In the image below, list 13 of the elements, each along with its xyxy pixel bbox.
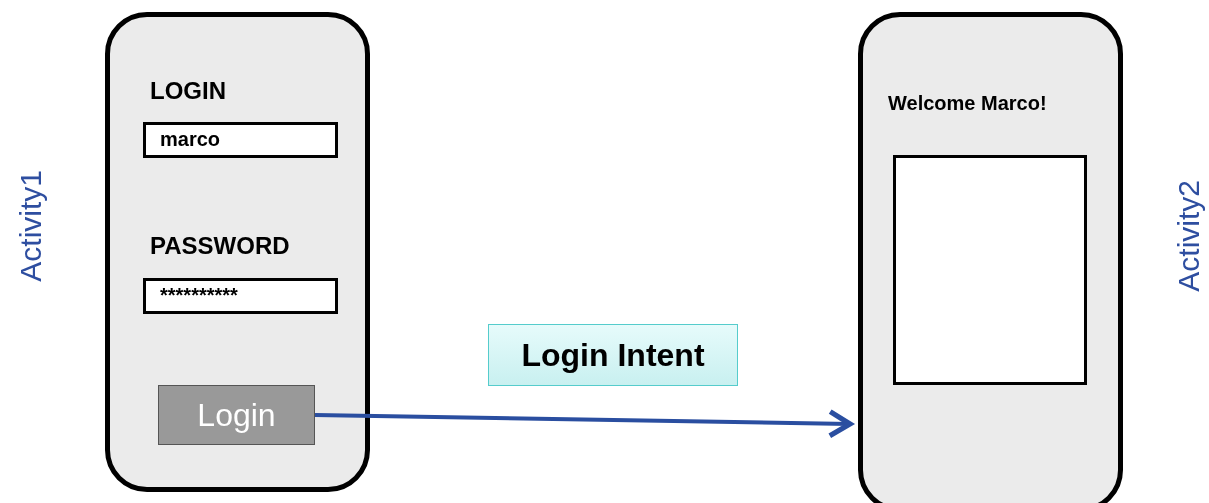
- input-field: **********: [143, 278, 338, 314]
- field-label: PASSWORD: [150, 232, 290, 260]
- login-button: Login: [158, 385, 315, 445]
- edge-label: Login Intent: [488, 324, 738, 386]
- field-label: LOGIN: [150, 77, 226, 105]
- content-box: [893, 155, 1087, 385]
- activity-label: Activity1: [14, 170, 48, 282]
- phone-screen: [858, 12, 1123, 503]
- input-field: marco: [143, 122, 338, 158]
- activity-label: Activity2: [1172, 180, 1206, 292]
- phone-screen: [105, 12, 370, 492]
- field-label: Welcome Marco!: [888, 92, 1047, 115]
- arrow: [314, 409, 853, 439]
